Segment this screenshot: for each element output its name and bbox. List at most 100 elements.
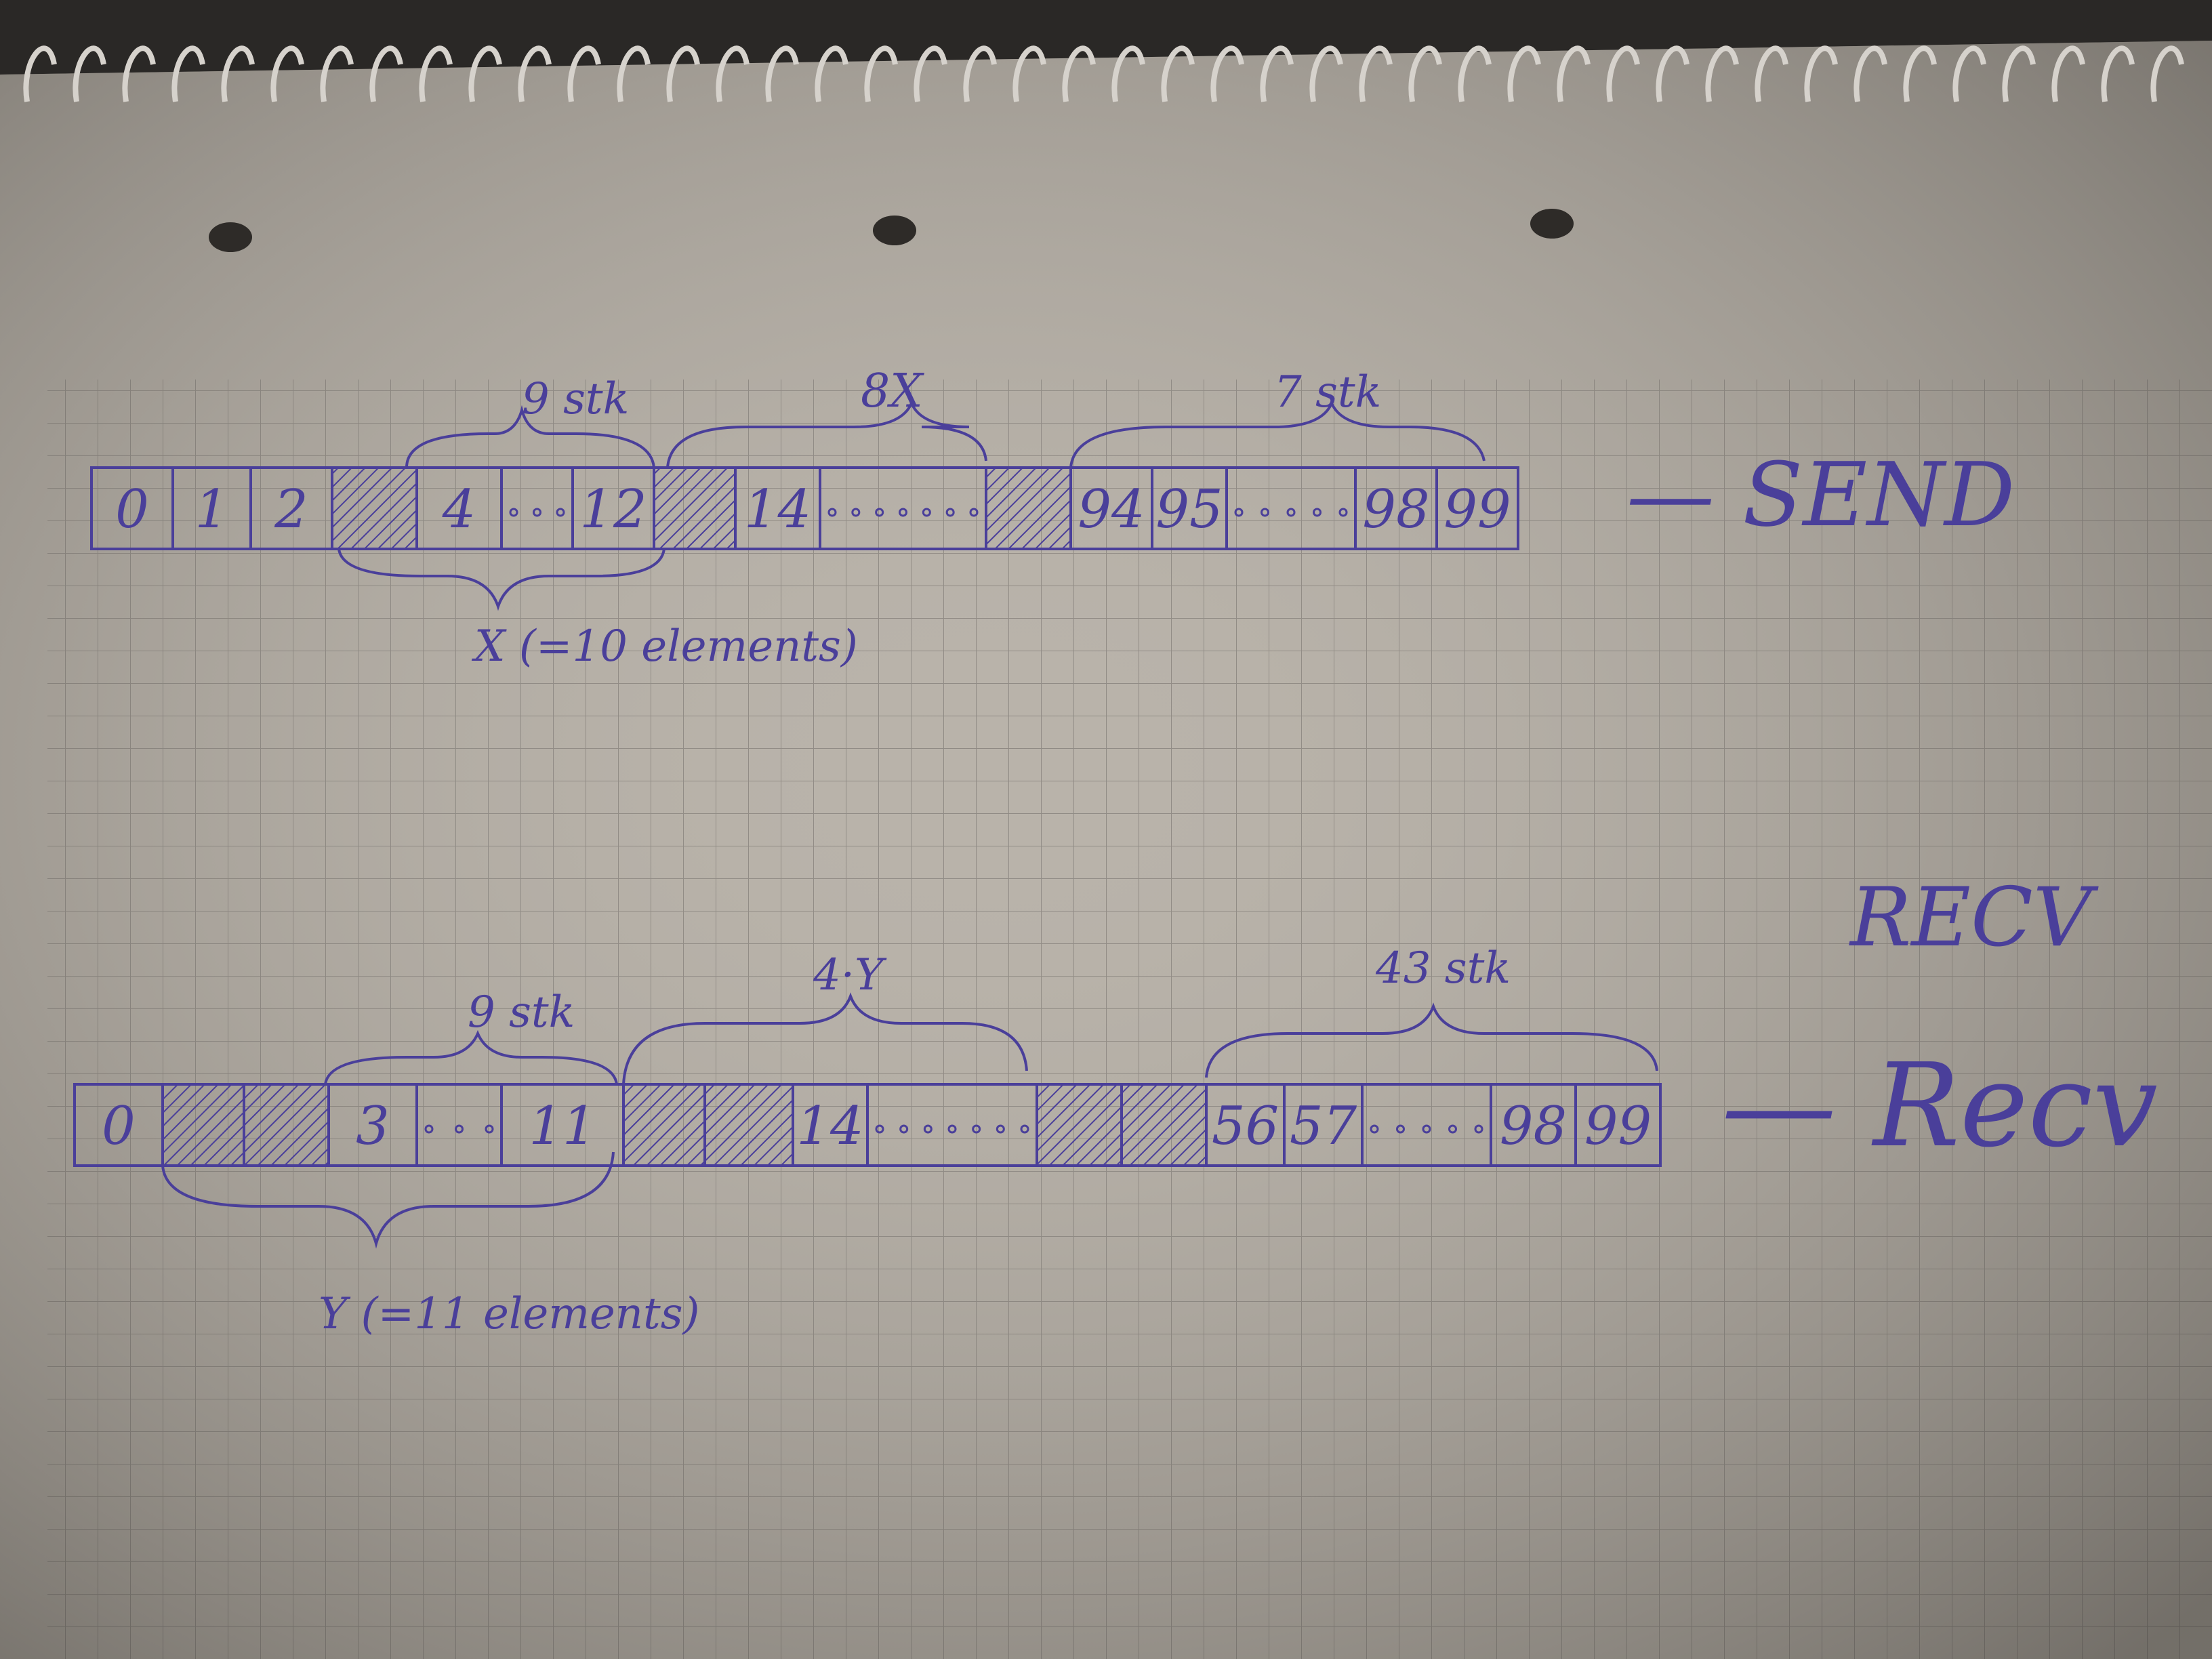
recv-cell-value: 11 [529, 1096, 596, 1157]
recv-brace-first-label: 9 stk [468, 987, 575, 1038]
recv-brace-middle-label: 4·Y [813, 950, 887, 1000]
spiral-ring [914, 45, 947, 102]
send-brace-last-label: 7 stk [1274, 367, 1381, 417]
spiral-ring [567, 45, 601, 102]
send-ellipsis-dot [533, 508, 541, 517]
recv-cell-value: 57 [1290, 1096, 1357, 1157]
recv-ellipsis-dot [485, 1124, 494, 1134]
spiral-ring [1210, 45, 1244, 102]
spiral-ring [171, 45, 205, 102]
spiral-binding [23, 45, 2184, 102]
send-ellipsis-dot [851, 508, 861, 517]
spiral-ring [1012, 45, 1046, 102]
recv-ellipsis-dot [1370, 1124, 1379, 1134]
send-hatched-cell [653, 466, 737, 550]
spiral-ring [815, 45, 848, 102]
recv-hatched-cell [703, 1083, 794, 1167]
spiral-ring [221, 45, 255, 102]
send-hatched-cell [985, 466, 1072, 550]
spiral-ring [122, 45, 156, 102]
recv-brace-under-label: Y (=11 elements) [319, 1289, 700, 1339]
send-cell-value: 95 [1155, 479, 1223, 540]
spiral-ring [518, 45, 552, 102]
send-braces [337, 399, 1486, 611]
recv-ellipsis-dot [923, 1124, 933, 1134]
send-cell-value: 99 [1443, 479, 1511, 540]
send-ellipsis-dot [922, 508, 931, 517]
recv-ellipsis-dot [455, 1124, 464, 1134]
recv-cell-value: 98 [1500, 1096, 1567, 1157]
send-cell-value: 98 [1362, 479, 1429, 540]
spiral-ring [1062, 45, 1096, 102]
spiral-ring [1359, 45, 1393, 102]
spiral-ring [1111, 45, 1145, 102]
spiral-ring [765, 45, 799, 102]
recv-hatched-cell [622, 1083, 706, 1167]
recv-cell-value: 14 [796, 1096, 863, 1157]
send-ellipsis-dot [556, 508, 565, 517]
spiral-ring [1309, 45, 1343, 102]
spiral-ring [1853, 45, 1887, 102]
spiral-ring [73, 45, 106, 102]
recv-hatched-cell [1120, 1083, 1208, 1167]
recv-ellipsis-dot [947, 1124, 957, 1134]
spiral-ring [963, 45, 997, 102]
punch-holes [209, 209, 1574, 252]
recv-ellipsis-dot [899, 1124, 909, 1134]
spiral-ring [716, 45, 750, 102]
recv-cell-value: 0 [102, 1096, 136, 1157]
spiral-ring [1952, 45, 1986, 102]
spiral-ring [1705, 45, 1739, 102]
recv-heading: RECV [1849, 871, 2099, 965]
spiral-ring [468, 45, 502, 102]
send-ellipsis-dot [1261, 508, 1269, 517]
send-ellipsis-dot [509, 508, 518, 517]
send-brace-first-label: 9 stk [522, 374, 629, 424]
spiral-ring [1161, 45, 1195, 102]
send-cell [1435, 466, 1519, 550]
spiral-ring [1408, 45, 1442, 102]
recv-cell [1574, 1083, 1662, 1167]
spiral-ring [2002, 45, 2036, 102]
recv-ellipsis-dot [1020, 1124, 1029, 1134]
spiral-ring [666, 45, 700, 102]
recv-cell-value: 3 [356, 1096, 390, 1157]
spiral-ring [1755, 45, 1788, 102]
recv-braces [161, 992, 1658, 1249]
send-hatched-cell [331, 466, 418, 550]
recv-ellipsis-dot [1396, 1124, 1405, 1134]
send-ellipsis-dot [1286, 508, 1296, 517]
spiral-ring [864, 45, 898, 102]
send-cell-value: 1 [195, 479, 229, 540]
recv-ellipsis-dot [424, 1124, 434, 1134]
send-ellipsis-dot [875, 508, 884, 517]
spiral-ring [2150, 45, 2184, 102]
spiral-ring [270, 45, 304, 102]
spiral-ring [1557, 45, 1591, 102]
recv-hatched-cell [161, 1083, 245, 1167]
spiral-ring [23, 45, 57, 102]
send-ellipsis-dot [827, 508, 837, 517]
spiral-ring [1507, 45, 1541, 102]
spiral-ring [320, 45, 354, 102]
send-ellipsis-dot [969, 508, 979, 517]
recv-ellipsis-dot [1422, 1124, 1431, 1134]
send-brace-under-label: X (=10 elements) [471, 621, 858, 672]
recv-cell-value: 99 [1584, 1096, 1652, 1157]
spiral-ring [2101, 45, 2135, 102]
spiral-ring [2051, 45, 2085, 102]
spiral-ring [419, 45, 453, 102]
recv-hatched-cell [243, 1083, 330, 1167]
send-ellipsis-dot [1338, 508, 1348, 517]
send-cell-value: 4 [442, 479, 476, 540]
spiral-ring [617, 45, 651, 102]
send-brace-middle-label: 8X [861, 365, 924, 418]
spiral-ring [369, 45, 403, 102]
send-ellipsis-dot [899, 508, 907, 517]
spiral-ring [1606, 45, 1640, 102]
send-cell-value: 12 [579, 479, 647, 540]
send-cell-value: 2 [274, 479, 308, 540]
